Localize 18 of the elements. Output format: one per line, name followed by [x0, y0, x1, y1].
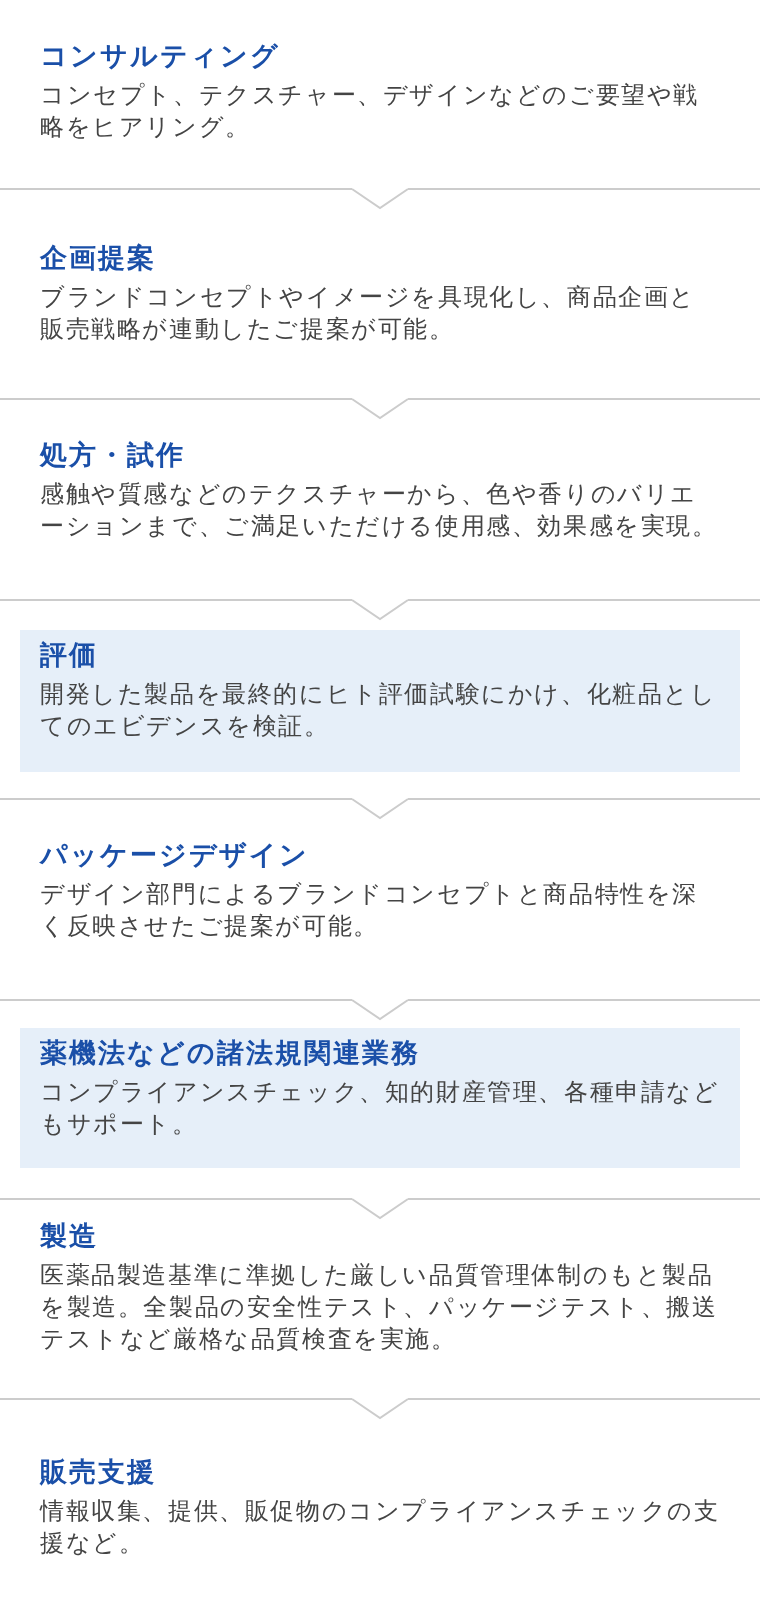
highlighted-step-panel: [20, 1028, 740, 1168]
step-title: 製造: [40, 1219, 99, 1253]
step-description: 情報収集、提供、販促物のコンプライアンスチェックの支援など。: [40, 1496, 720, 1559]
step-title: パッケージデザイン: [40, 838, 310, 872]
step-description: コンプライアンスチェック、知的財産管理、各種申請などもサポート。: [40, 1077, 720, 1140]
highlighted-step-panel: [20, 630, 740, 772]
step-description: コンセプト、テクスチャー、デザインなどのご要望や戦略をヒアリング。: [40, 80, 700, 143]
step-description: ブランドコンセプトやイメージを具現化し、商品企画と販売戦略が連動したご提案が可能。: [40, 282, 697, 345]
step-description: デザイン部門によるブランドコンセプトと商品特性を深く反映させたご提案が可能。: [40, 879, 699, 942]
step-description: 開発した製品を最終的にヒト評価試験にかけ、化粧品としてのエビデンスを検証。: [40, 679, 718, 742]
step-title: コンサルティング: [40, 39, 281, 73]
step-title: 企画提案: [40, 241, 157, 275]
step-title: 評価: [40, 638, 99, 672]
step-title: 薬機法などの諸法規関連業務: [40, 1036, 421, 1070]
step-description: 感触や質感などのテクスチャーから、色や香りのバリエーションまで、ご満足いただける使用感、効果感を実現。: [40, 479, 719, 542]
step-title: 処方・試作: [40, 438, 186, 472]
step-title: 販売支援: [40, 1455, 157, 1489]
step-description: 医薬品製造基準に準拠した厳しい品質管理体制のもと製品を製造。全製品の安全性テスト、パッケージテスト、搬送テストなど厳格な品質検査を実施。: [40, 1260, 719, 1355]
